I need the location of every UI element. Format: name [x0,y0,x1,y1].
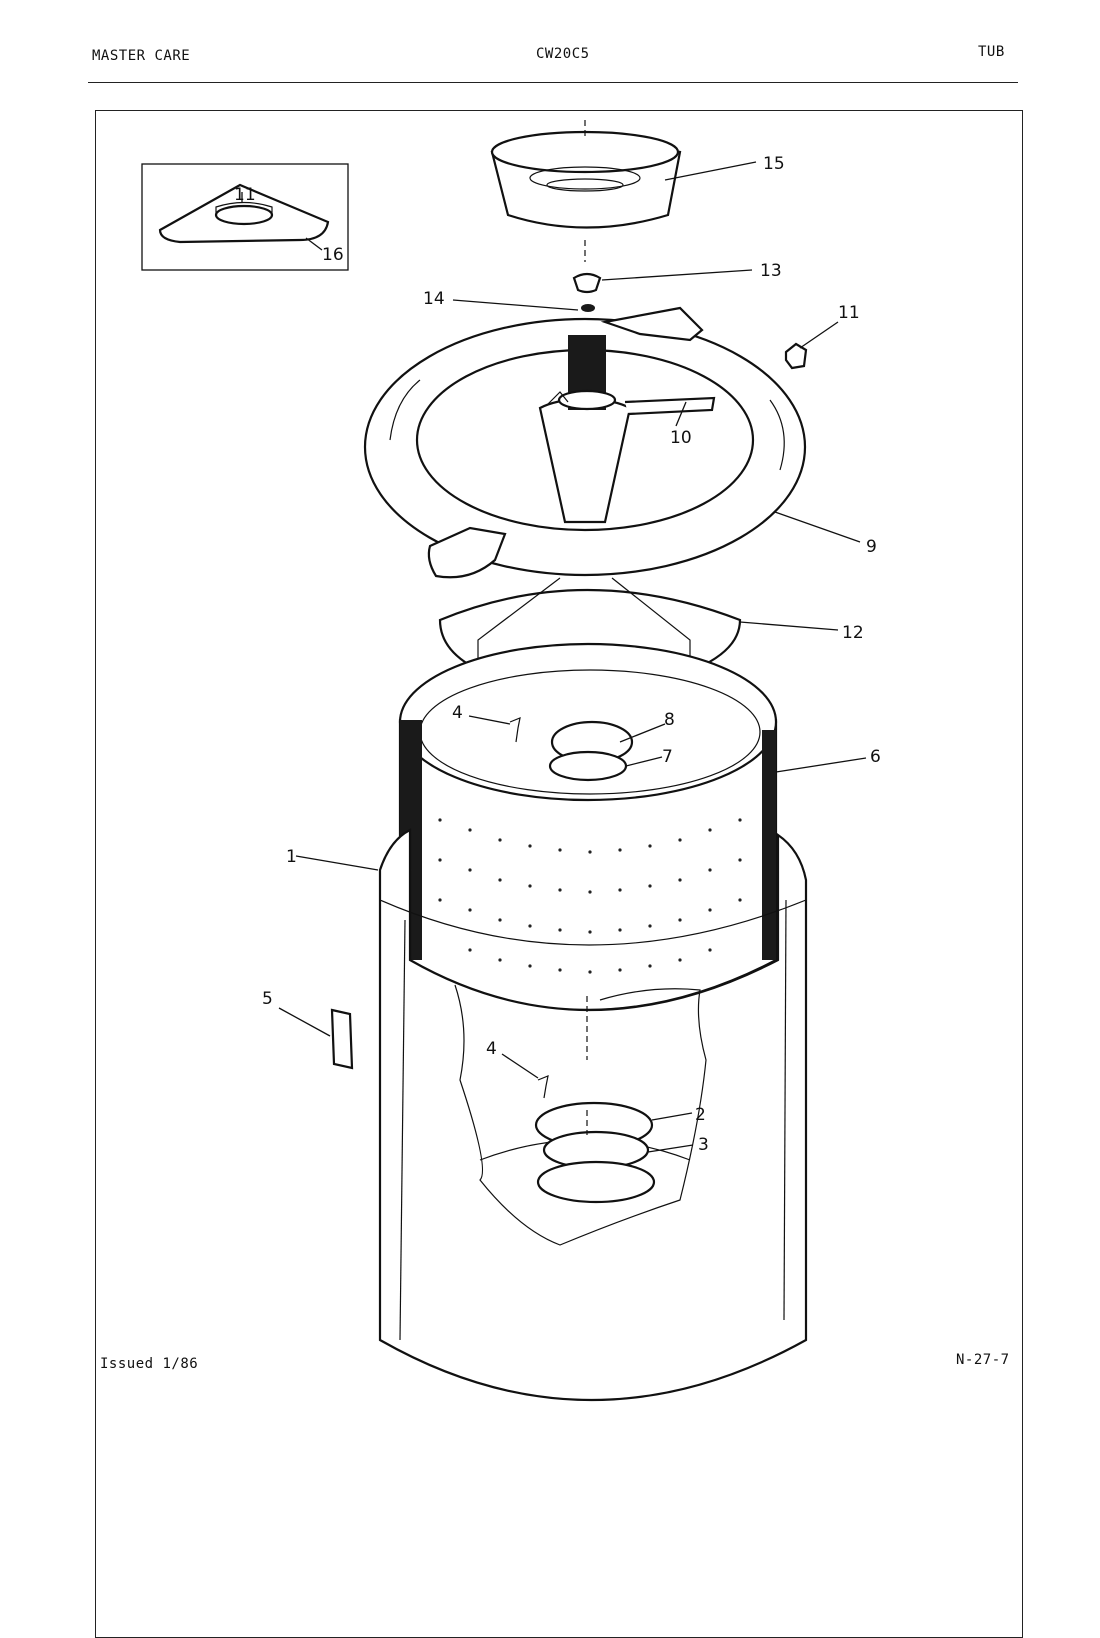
page-code: N-27-7 [956,1352,1010,1368]
washer-14 [581,304,595,312]
inset-box [141,163,349,271]
callout-8: 8 [664,710,675,730]
callout-1: 1 [286,847,297,867]
callout-16: 16 [322,245,344,265]
outer-tub [378,828,808,1402]
callout-2: 2 [695,1105,706,1125]
exploded-tub-diagram: 15 13 14 11 10 9 12 4 8 7 6 1 5 4 2 3 16… [141,120,881,1402]
callout-6: 6 [870,747,881,767]
section-title: TUB [978,44,1005,60]
callout-7: 7 [662,747,673,767]
callout-15: 15 [763,154,785,174]
seal-7 [548,750,628,782]
tub-cutaway [454,984,707,1246]
callout-10: 10 [670,428,692,448]
leader-lines [241,161,867,1153]
screw-4-upper [509,717,521,743]
cap-13 [572,272,602,294]
clip-11 [784,342,808,370]
issue-date: Issued 1/86 [100,1356,199,1372]
callout-4-upper: 4 [452,703,463,723]
agitator [538,335,716,524]
callout-11-inset: 11 [234,185,256,205]
model-number: CW20C5 [536,46,590,62]
callout-3: 3 [698,1135,709,1155]
callout-12: 12 [842,623,864,643]
callout-9: 9 [866,537,877,557]
callout-14: 14 [423,289,445,309]
callout-11: 11 [838,303,860,323]
callout-13: 13 [760,261,782,281]
wash-basket [398,642,778,1011]
screw-4-lower [537,1075,549,1099]
callout-4-lower: 4 [486,1039,497,1059]
callout-5: 5 [262,989,273,1009]
brand-title: MASTER CARE [92,48,191,64]
header-rule [88,82,1018,83]
label-5 [330,1008,354,1070]
basket-perforations [438,818,742,974]
softener-cup [490,130,682,229]
